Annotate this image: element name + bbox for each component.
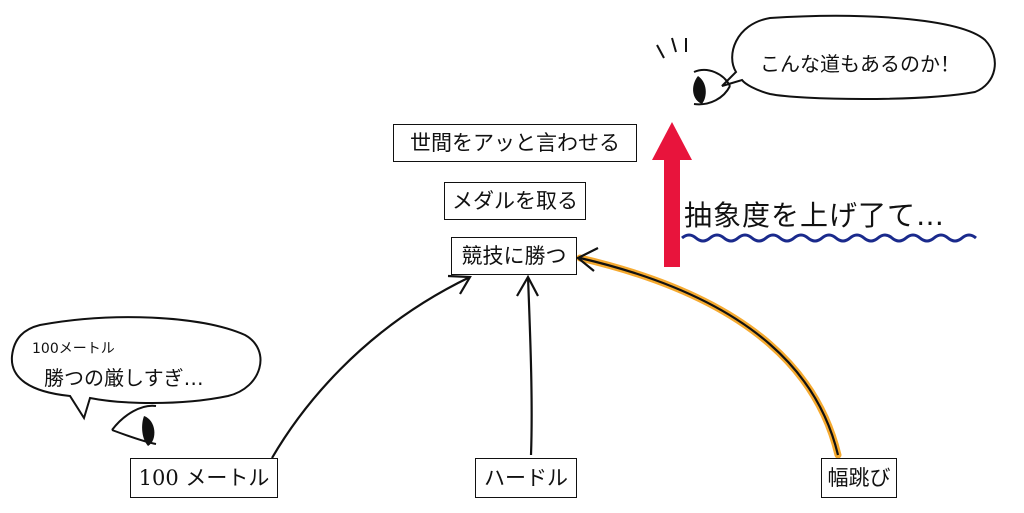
arrowhead-hurdles (516, 274, 539, 297)
event-100m: 100 メートル (130, 458, 278, 498)
eye-icon-right (656, 37, 731, 106)
goal-win-medal-label: メダルを取る (452, 188, 578, 213)
highlight-long-jump-path (576, 254, 842, 459)
arrow-sprint-to-win (271, 276, 471, 459)
wavy-underline (681, 233, 977, 243)
event-hurdles-label: ハードル (484, 465, 568, 490)
abstraction-note: 抽象度を上げ了て… (684, 199, 946, 232)
goal-impress-world-label: 世間をアッと言わせる (410, 130, 620, 155)
bubble-left-line1: 100メートル (32, 341, 115, 357)
speech-bubble-right (721, 14, 996, 100)
arrowhead-long-jump (575, 247, 599, 272)
goal-impress-world: 世間をアッと言わせる (393, 124, 637, 162)
event-100m-label: 100 メートル (138, 465, 270, 490)
arrow-hurdles-to-win (526, 276, 533, 456)
arrowhead-sprint (447, 274, 472, 295)
event-hurdles: ハードル (475, 458, 577, 498)
abstraction-arrow-head (652, 122, 692, 160)
goal-win-competition-label: 競技に勝つ (461, 243, 567, 268)
goal-win-competition: 競技に勝つ (451, 237, 577, 275)
arrow-long-jump-to-win (579, 256, 840, 456)
speech-bubble-left (10, 316, 262, 421)
eye-icon-left (111, 404, 157, 446)
bubble-right-text: こんな道もあるのか！ (760, 52, 960, 76)
bubble-left-line2: 勝つの厳しすぎ… (44, 366, 204, 390)
event-long-jump-label: 幅跳び (827, 465, 891, 490)
abstraction-arrow-shaft (664, 155, 680, 267)
goal-win-medal: メダルを取る (444, 182, 586, 220)
event-long-jump: 幅跳び (821, 458, 897, 498)
